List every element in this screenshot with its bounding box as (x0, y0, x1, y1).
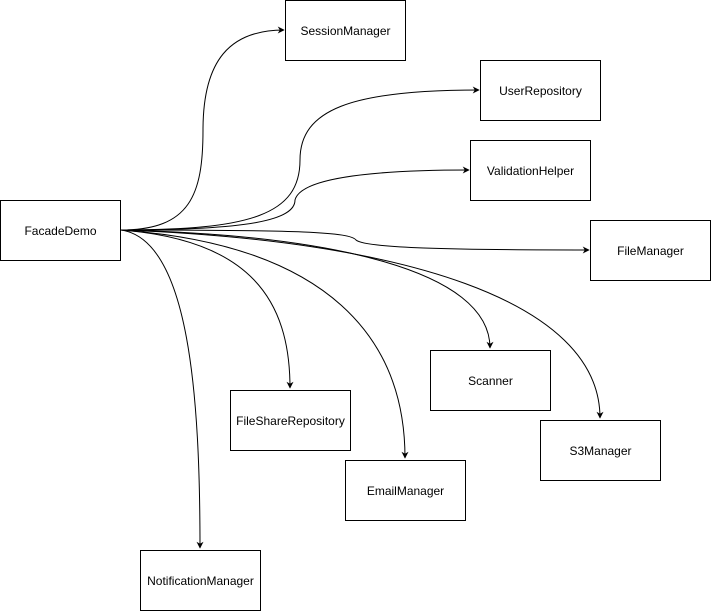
node-file-share-repository[interactable]: FileShareRepository (230, 390, 351, 451)
edge-facade-to-filemanager (120, 229, 590, 254)
node-label: S3Manager (569, 443, 632, 458)
edge-facade-to-email (120, 229, 409, 459)
edge-facade-to-validation (120, 166, 470, 231)
node-label: SessionManager (300, 23, 391, 38)
node-label: UserRepository (499, 83, 582, 98)
node-label: ValidationHelper (486, 163, 575, 178)
node-label: Scanner (468, 373, 513, 388)
edge-facade-to-session (120, 26, 285, 231)
node-s3-manager[interactable]: S3Manager (540, 420, 661, 481)
edge-facade-to-scanner (120, 229, 494, 349)
edge-facade-to-notification (120, 229, 204, 549)
edge-facade-to-s3 (120, 229, 604, 419)
node-label: FacadeDemo (24, 223, 97, 238)
node-notification-manager[interactable]: NotificationManager (140, 550, 261, 611)
node-user-repository[interactable]: UserRepository (480, 60, 601, 121)
edge-facade-to-userrepo (120, 86, 480, 231)
node-email-manager[interactable]: EmailManager (345, 460, 466, 521)
node-facade-demo[interactable]: FacadeDemo (0, 200, 121, 261)
node-label: FileManager (617, 243, 684, 258)
node-scanner[interactable]: Scanner (430, 350, 551, 411)
node-validation-helper[interactable]: ValidationHelper (470, 140, 591, 201)
node-label: FileShareRepository (236, 413, 345, 428)
node-session-manager[interactable]: SessionManager (285, 0, 406, 61)
node-label: EmailManager (366, 483, 445, 498)
node-file-manager[interactable]: FileManager (590, 220, 711, 281)
node-label: NotificationManager (147, 573, 254, 588)
edge-facade-to-fileshare (120, 229, 294, 389)
